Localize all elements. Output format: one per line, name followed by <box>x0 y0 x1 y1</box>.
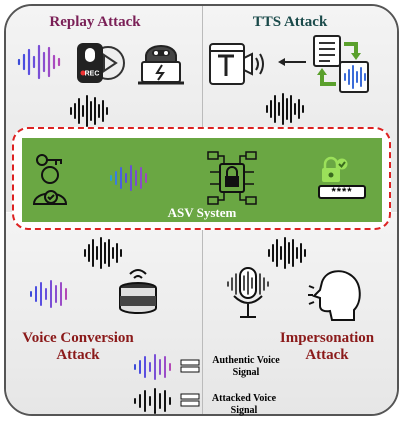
legend-attacked-line2: Signal <box>230 405 258 416</box>
legend-authentic-line1: Authentic Voice <box>212 355 280 366</box>
purple-waveform-icon <box>110 165 147 191</box>
smart-speaker-icon <box>119 269 157 314</box>
legend-authentic-line2: Signal <box>232 367 260 378</box>
speaking-head-icon <box>308 270 361 321</box>
arrow-left-icon <box>278 58 306 66</box>
purple-waveform-icon <box>30 280 67 308</box>
legend-attacked-waveform-icon <box>134 388 171 414</box>
impersonation-title-line2: Attack <box>305 347 349 363</box>
recorder-icon: REC <box>77 43 125 83</box>
document-to-audio-icon <box>313 35 369 93</box>
secure-chip-icon <box>207 151 257 205</box>
rec-label: REC <box>85 71 100 78</box>
user-key-icon <box>32 154 68 205</box>
black-waveform-icon <box>84 237 122 269</box>
lock-check-icon <box>322 156 348 182</box>
black-waveform-icon <box>268 237 306 269</box>
purple-waveform-icon <box>17 44 61 80</box>
legend-attacked-line1: Attacked Voice <box>211 393 277 404</box>
impersonation-title-line1: Impersonation <box>279 330 375 346</box>
replay-attack-title: Replay Attack <box>49 14 141 30</box>
impersonation-title: Impersonation Attack <box>262 330 392 364</box>
black-waveform-icon <box>266 93 304 125</box>
asv-system-label: ASV System <box>167 205 237 220</box>
voice-conversion-title-line2: Attack <box>56 347 100 363</box>
microphone-waveform-icon <box>227 267 269 318</box>
legend-authentic-key-icon <box>180 359 200 373</box>
tts-attack-title: TTS Attack <box>252 14 328 30</box>
legend-authentic-label: Authentic Voice Signal <box>200 355 292 379</box>
legend-attacked-label: Attacked Voice Signal <box>198 393 290 417</box>
legend-authentic-waveform-icon <box>134 354 171 380</box>
text-to-speech-icon <box>209 43 264 85</box>
hacker-icon <box>138 45 184 85</box>
legend-attacked-key-icon <box>180 393 200 407</box>
voice-conversion-title: Voice Conversion Attack <box>8 330 148 364</box>
voice-conversion-title-line1: Voice Conversion <box>22 330 134 346</box>
password-field: **** <box>318 185 366 199</box>
black-waveform-icon <box>70 95 108 127</box>
